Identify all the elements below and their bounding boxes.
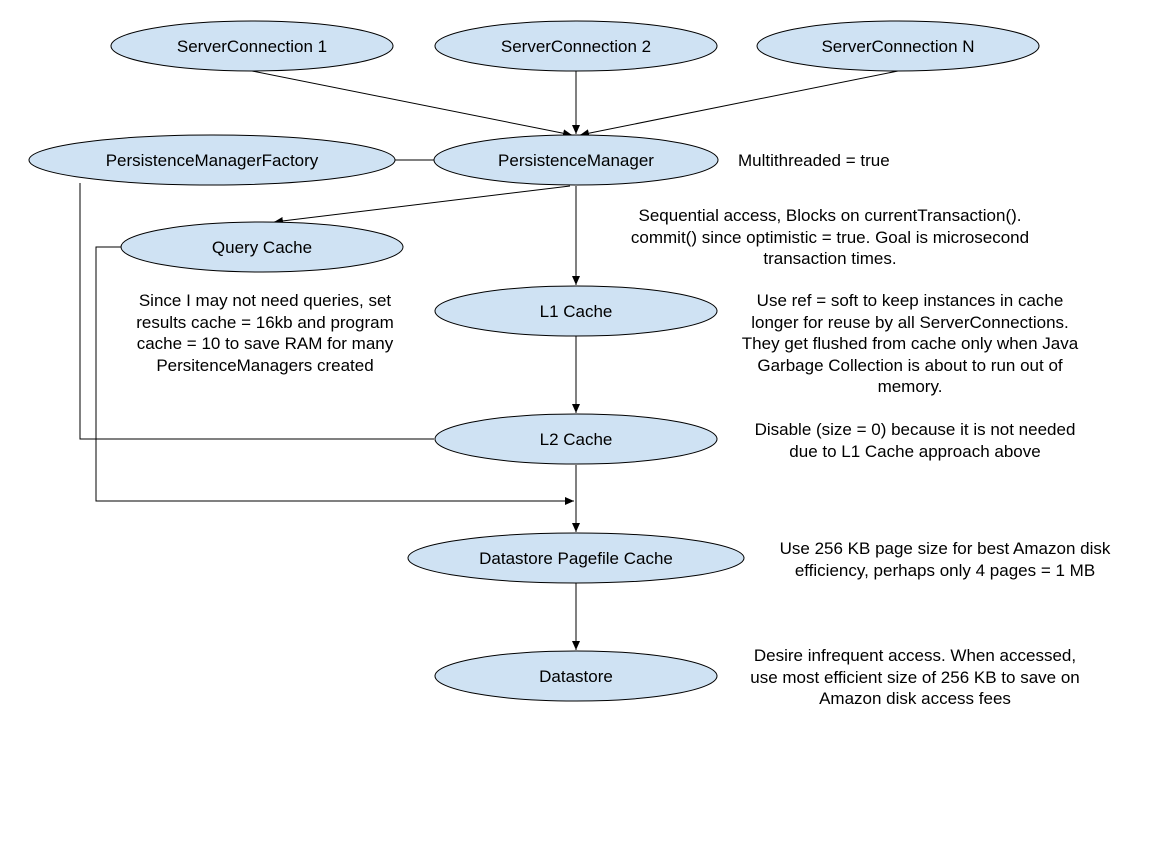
node-server-connection-1: ServerConnection 1 — [110, 20, 394, 72]
svg-text:ServerConnection 2: ServerConnection 2 — [501, 37, 651, 56]
svg-text:Query Cache: Query Cache — [212, 238, 312, 257]
node-l1-cache: L1 Cache — [434, 285, 718, 337]
svg-text:L1 Cache: L1 Cache — [540, 302, 613, 321]
note-l1-cache: Use ref = soft to keep instances in cach… — [741, 291, 1079, 396]
svg-text:PersistenceManager: PersistenceManager — [498, 151, 654, 170]
svg-text:Datastore Pagefile Cache: Datastore Pagefile Cache — [479, 549, 673, 568]
note-sequential-access: Sequential access, Blocks on currentTran… — [630, 206, 1030, 268]
note-pagefile-cache: Use 256 KB page size for best Amazon dis… — [779, 539, 1111, 580]
node-server-connection-n: ServerConnection N — [756, 20, 1040, 72]
note-datastore: Desire infrequent access. When accessed,… — [750, 646, 1080, 708]
note-l2-cache: Disable (size = 0) because it is not nee… — [754, 420, 1076, 461]
svg-text:Datastore: Datastore — [539, 667, 613, 686]
svg-text:ServerConnection 1: ServerConnection 1 — [177, 37, 327, 56]
node-persistence-manager-factory: PersistenceManagerFactory — [28, 134, 396, 186]
edge-pm-to-query-cache — [273, 185, 571, 225]
svg-text:ServerConnection N: ServerConnection N — [821, 37, 974, 56]
node-query-cache: Query Cache — [120, 221, 404, 273]
svg-text:PersistenceManagerFactory: PersistenceManagerFactory — [106, 151, 319, 170]
svg-text:L2 Cache: L2 Cache — [540, 430, 613, 449]
edge-scn-to-pm — [579, 70, 899, 138]
note-query-cache: Since I may not need queries, set result… — [136, 291, 394, 375]
edge-sc1-to-pm — [251, 70, 573, 138]
note-multithreaded: Multithreaded = true — [738, 151, 890, 170]
node-datastore-pagefile-cache: Datastore Pagefile Cache — [407, 532, 745, 584]
node-persistence-manager: PersistenceManager — [433, 134, 719, 186]
node-datastore: Datastore — [434, 650, 718, 702]
node-l2-cache: L2 Cache — [434, 413, 718, 465]
edge-query-cache-to-pagefile — [95, 246, 574, 505]
node-server-connection-2: ServerConnection 2 — [434, 20, 718, 72]
edge-pmf-to-l2 — [79, 183, 434, 440]
